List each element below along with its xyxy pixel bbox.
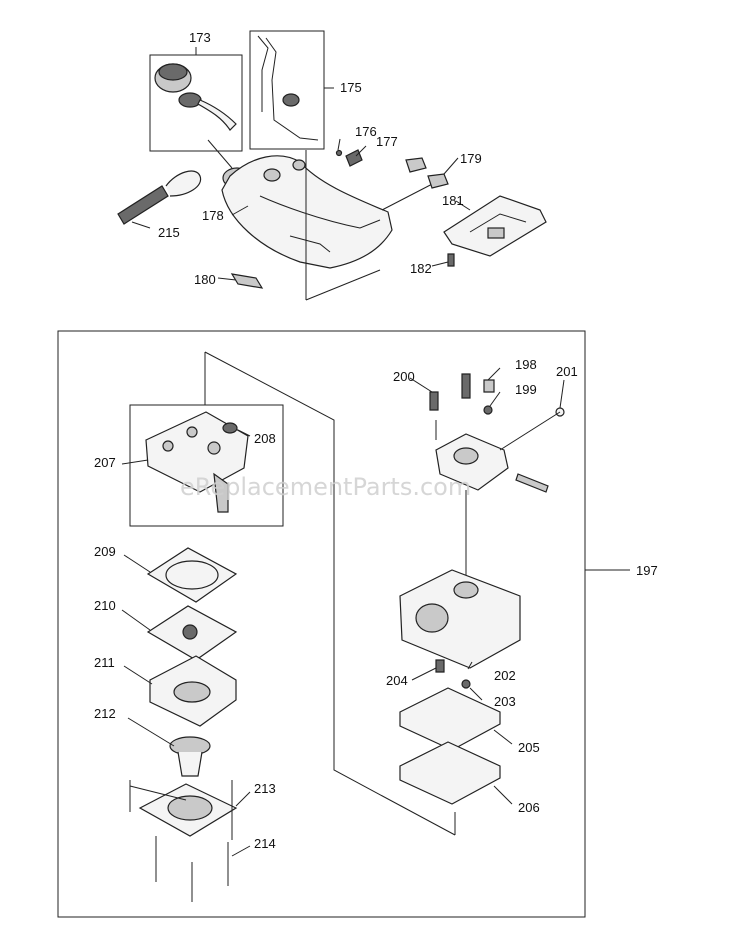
grommet-176 (335, 149, 343, 157)
callout-202: 202 (494, 668, 516, 683)
filter-179b (427, 173, 449, 189)
callout-199: 199 (515, 382, 537, 397)
callout-180: 180 (194, 272, 216, 287)
cover-213 (138, 783, 238, 837)
fuel-tank-section (117, 30, 547, 301)
diaphragm-210 (146, 605, 238, 661)
callout-206: 206 (518, 800, 540, 815)
callout-177: 177 (376, 134, 398, 149)
screw-200 (429, 391, 439, 411)
gasket-209 (146, 547, 238, 603)
callout-214: 214 (254, 836, 276, 851)
washer-199 (483, 405, 493, 415)
callout-210: 210 (94, 598, 116, 613)
bracket-181 (443, 195, 547, 257)
callout-173: 173 (189, 30, 211, 45)
callout-176: 176 (355, 124, 377, 139)
needle-screw (515, 473, 549, 493)
carburetor-top (435, 433, 509, 590)
callout-213: 213 (254, 781, 276, 796)
callout-204: 204 (386, 673, 408, 688)
fuel-cap (154, 63, 237, 131)
callout-208: 208 (254, 431, 276, 446)
callout-178: 178 (202, 208, 224, 223)
filter-179a (405, 157, 427, 173)
carburetor-assembly-box (57, 330, 586, 918)
fuel-lines (257, 35, 319, 141)
valve-203 (461, 679, 471, 689)
diaphragm-206 (399, 741, 501, 805)
gasket-205 (399, 687, 501, 751)
callout-211: 211 (94, 655, 115, 670)
primer-bulb-212 (169, 736, 211, 777)
callout-200: 200 (393, 369, 415, 384)
screw-182 (447, 253, 455, 267)
callout-179: 179 (460, 151, 482, 166)
callout-201: 201 (556, 364, 578, 379)
callout-205: 205 (518, 740, 540, 755)
pad-180 (230, 273, 264, 289)
pump-cover-207 (145, 411, 249, 513)
jet-204 (435, 659, 445, 673)
screw-198a (461, 373, 471, 399)
tool-215 (117, 170, 202, 225)
screws-214 (129, 780, 229, 902)
callout-198: 198 (515, 357, 537, 372)
callout-175: 175 (340, 80, 362, 95)
callout-212: 212 (94, 706, 116, 721)
callout-181: 181 (442, 193, 464, 208)
fuel-tank (221, 155, 393, 269)
cap-198 (483, 379, 495, 393)
fuel-line-box (249, 30, 325, 150)
pump-body-211 (149, 655, 237, 727)
pump-cover-box (129, 404, 284, 527)
callout-203: 203 (494, 694, 516, 709)
spring-208 (222, 422, 238, 434)
watermark: eReplacementParts.com (180, 473, 471, 501)
callout-209: 209 (94, 544, 116, 559)
carburetor-body (399, 569, 521, 669)
callout-182: 182 (410, 261, 432, 276)
callout-197: 197 (636, 563, 658, 578)
callout-207: 207 (94, 455, 116, 470)
callout-215: 215 (158, 225, 180, 240)
